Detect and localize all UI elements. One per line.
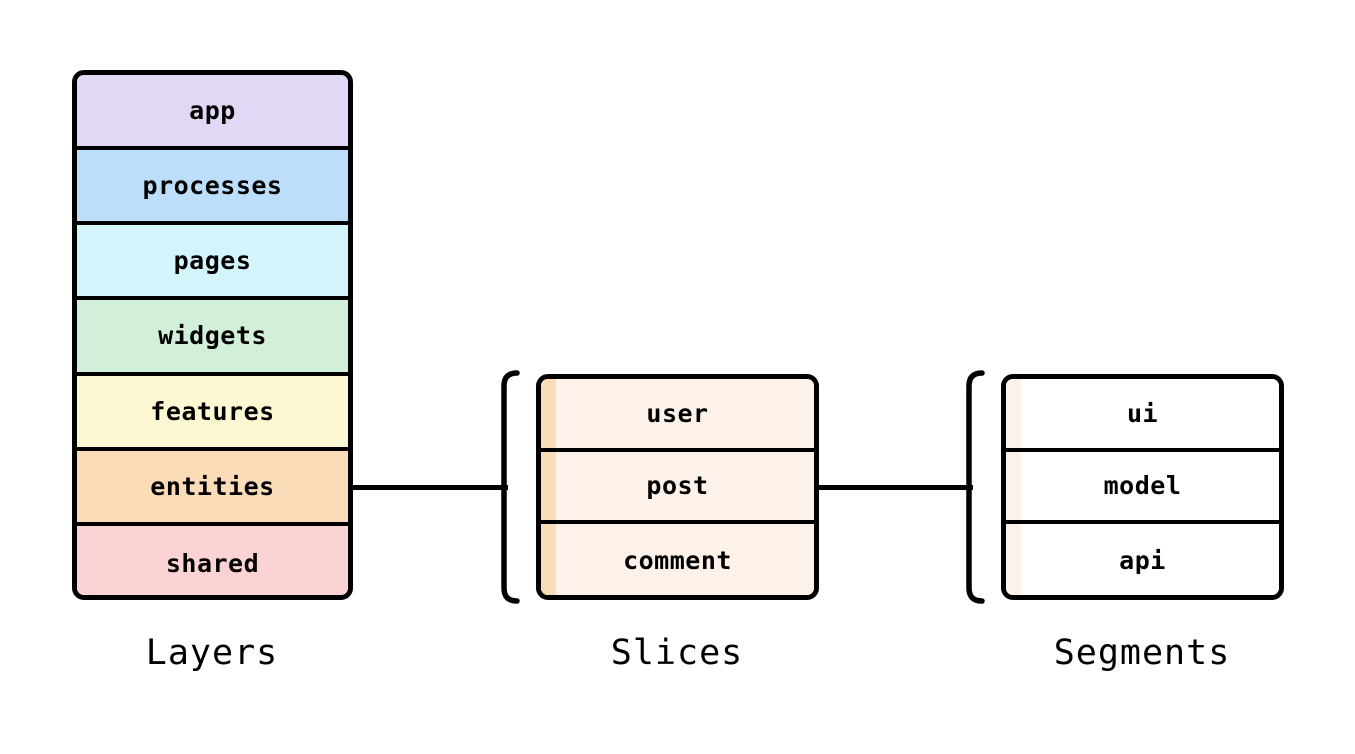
left-square-bracket-icon-slices — [491, 367, 525, 607]
layer-row-pages[interactable]: pages — [77, 225, 348, 301]
segment-accent-stripe — [1006, 379, 1021, 448]
segment-row-ui[interactable]: ui — [1006, 379, 1279, 452]
segment-label-ui: ui — [1126, 398, 1159, 428]
layer-row-processes[interactable]: processes — [77, 150, 348, 226]
layer-row-entities[interactable]: entities — [77, 450, 348, 526]
segment-row-api[interactable]: api — [1006, 524, 1279, 595]
segment-label-api: api — [1119, 545, 1166, 575]
layer-row-widgets[interactable]: widgets — [77, 300, 348, 376]
layer-label-pages: pages — [173, 246, 252, 276]
layer-label-app: app — [189, 96, 236, 126]
slice-accent-stripe — [541, 451, 556, 521]
caption-segments: Segments — [1053, 633, 1231, 673]
segment-row-model[interactable]: model — [1006, 451, 1279, 525]
layer-row-features[interactable]: features — [77, 375, 348, 451]
caption-slices: Slices — [610, 633, 744, 673]
slice-label-user: user — [646, 398, 709, 428]
layer-row-app[interactable]: app — [77, 75, 348, 151]
slice-label-post: post — [646, 471, 709, 501]
segment-accent-stripe — [1006, 524, 1021, 595]
segment-accent-stripe — [1006, 451, 1021, 521]
layer-label-processes: processes — [142, 171, 283, 201]
segment-label-model: model — [1103, 471, 1182, 501]
layer-label-entities: entities — [150, 471, 275, 501]
slice-row-post[interactable]: post — [541, 451, 814, 525]
segments-group-box: ui model api — [1001, 374, 1284, 600]
layer-label-features: features — [150, 396, 275, 426]
caption-layers: Layers — [145, 633, 279, 673]
slice-row-user[interactable]: user — [541, 379, 814, 452]
connector-slices-to-segments — [819, 485, 973, 490]
layers-group-box: app processes pages widgets features ent… — [72, 70, 353, 600]
slice-accent-stripe — [541, 379, 556, 448]
layer-label-shared: shared — [165, 548, 260, 578]
left-square-bracket-icon-segments — [956, 367, 990, 607]
layer-row-shared[interactable]: shared — [77, 525, 348, 595]
connector-layers-to-slices — [353, 485, 508, 490]
slice-label-comment: comment — [623, 545, 732, 575]
slices-group-box: user post comment — [536, 374, 819, 600]
slice-accent-stripe — [541, 524, 556, 595]
slice-row-comment[interactable]: comment — [541, 524, 814, 595]
layer-label-widgets: widgets — [158, 321, 267, 351]
